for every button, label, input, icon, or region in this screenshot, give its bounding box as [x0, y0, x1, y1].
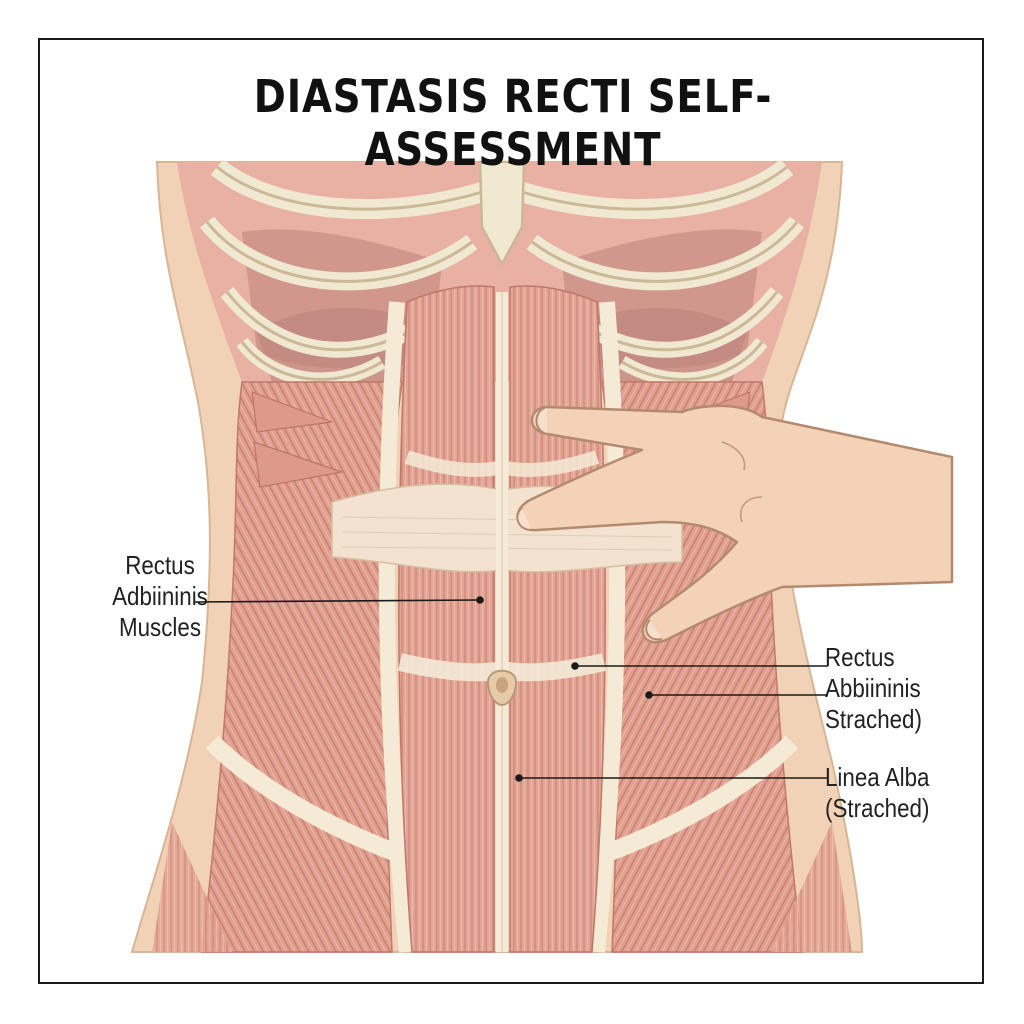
umbilicus: [486, 669, 518, 707]
label-line: Abbiininis: [825, 673, 921, 703]
rectus-abdominis-left: [398, 285, 495, 953]
sternum: [478, 160, 526, 267]
diagram-frame: DIASTASIS RECTI SELF-ASSESSMENT Rectus A…: [38, 38, 984, 984]
label-line: Linea Alba: [825, 762, 930, 792]
diagram-title: DIASTASIS RECTI SELF-ASSESSMENT: [253, 70, 773, 176]
label-line: Rectus: [825, 642, 895, 672]
label-rectus-abdominis-stretched: Rectus Abbiininis Strached): [825, 642, 922, 735]
label-rectus-abdominis-muscles: Rectus Adbiininis Muscles: [91, 550, 229, 643]
label-line: (Strached): [825, 793, 930, 823]
label-line: Adbiininis: [112, 581, 208, 611]
label-line: Rectus: [125, 550, 195, 580]
label-linea-alba-stretched: Linea Alba (Strached): [825, 762, 929, 824]
leader-left: [193, 599, 481, 603]
label-line: Muscles: [118, 612, 201, 642]
leader-lines: [193, 596, 828, 782]
examiner-hand: [516, 404, 954, 644]
label-line: Strached): [825, 704, 922, 734]
rectus-abdominis-right: [509, 285, 606, 953]
anatomy-illustration: [130, 159, 954, 953]
